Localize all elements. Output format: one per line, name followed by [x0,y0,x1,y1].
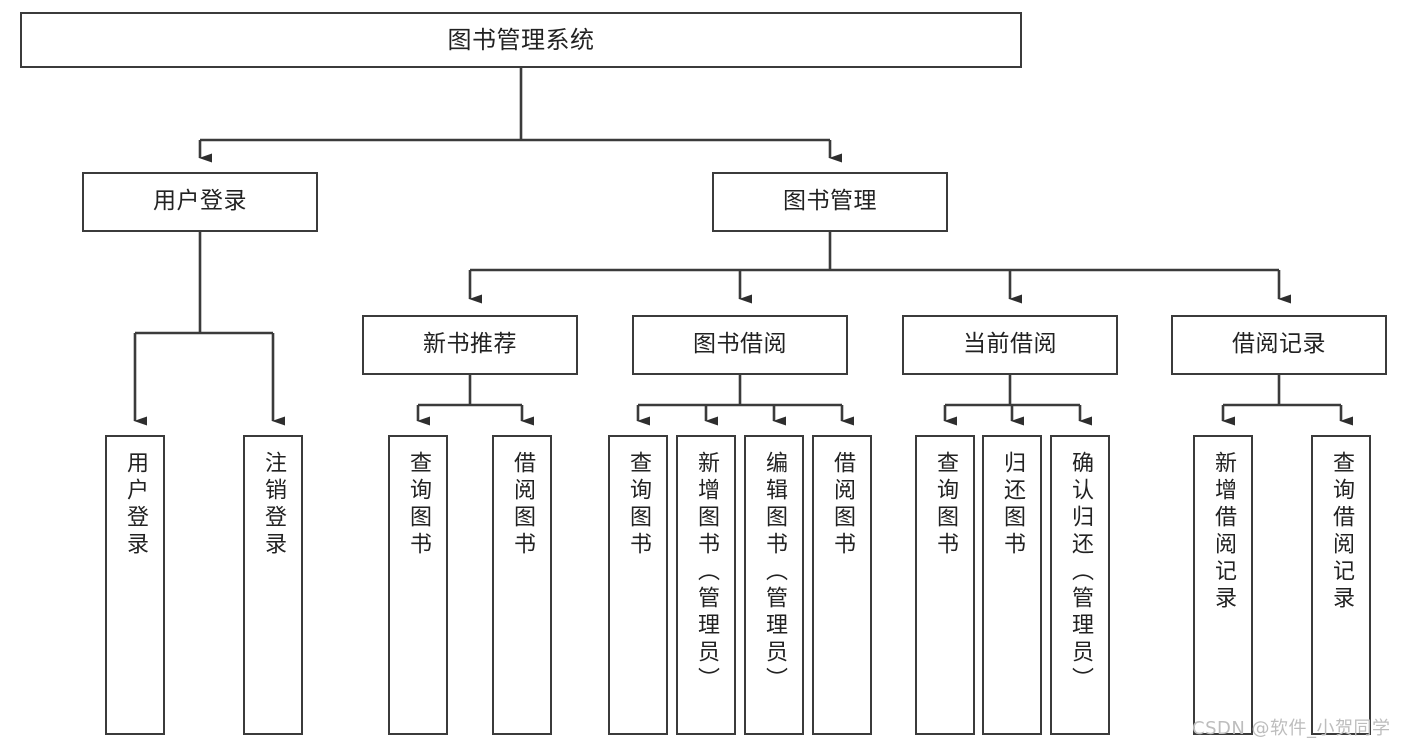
node-label: 当前借阅 [963,331,1057,358]
leaf-user-login-logout[interactable]: 注销登录 [243,435,303,735]
node-label: 新增借阅记录 [1211,451,1236,613]
node-label: 查询图书 [406,451,431,559]
node-label: 图书管理 [783,188,877,215]
node-label: 图书借阅 [693,331,787,358]
leaf-current-borrow-return-book[interactable]: 归还图书 [982,435,1042,735]
node-current-borrow[interactable]: 当前借阅 [902,315,1118,375]
node-label: 新增图书（管理员） [694,451,719,694]
node-label: 用户登录 [153,188,247,215]
node-label: 用户登录 [123,451,148,559]
leaf-new-book-borrow-book[interactable]: 借阅图书 [492,435,552,735]
node-label: 确认归还（管理员） [1068,451,1093,694]
leaf-borrow-record-add-record[interactable]: 新增借阅记录 [1193,435,1253,735]
node-label: 借阅记录 [1232,331,1326,358]
node-user-login[interactable]: 用户登录 [82,172,318,232]
node-label: 新书推荐 [423,331,517,358]
leaf-book-borrow-query-book[interactable]: 查询图书 [608,435,668,735]
node-label: 查询图书 [933,451,958,559]
node-root-book-management-system[interactable]: 图书管理系统 [20,12,1022,68]
node-book-borrow[interactable]: 图书借阅 [632,315,848,375]
node-label: 图书管理系统 [447,25,595,54]
csdn-watermark: CSDN @软件_小贺同学 [1192,718,1391,739]
node-label: 查询借阅记录 [1329,451,1354,613]
node-label: 借阅图书 [830,451,855,559]
leaf-book-borrow-add-book-admin[interactable]: 新增图书（管理员） [676,435,736,735]
leaf-book-borrow-edit-book-admin[interactable]: 编辑图书（管理员） [744,435,804,735]
leaf-new-book-query-book[interactable]: 查询图书 [388,435,448,735]
node-label: 注销登录 [261,451,286,559]
leaf-book-borrow-borrow-book[interactable]: 借阅图书 [812,435,872,735]
node-label: 归还图书 [1000,451,1025,559]
leaf-current-borrow-query-book[interactable]: 查询图书 [915,435,975,735]
leaf-user-login-login[interactable]: 用户登录 [105,435,165,735]
node-label: 借阅图书 [510,451,535,559]
node-label: 编辑图书（管理员） [762,451,787,694]
leaf-current-borrow-confirm-return-admin[interactable]: 确认归还（管理员） [1050,435,1110,735]
leaf-borrow-record-query-record[interactable]: 查询借阅记录 [1311,435,1371,735]
node-borrow-record[interactable]: 借阅记录 [1171,315,1387,375]
node-new-book-recommend[interactable]: 新书推荐 [362,315,578,375]
node-book-management[interactable]: 图书管理 [712,172,948,232]
node-label: 查询图书 [626,451,651,559]
